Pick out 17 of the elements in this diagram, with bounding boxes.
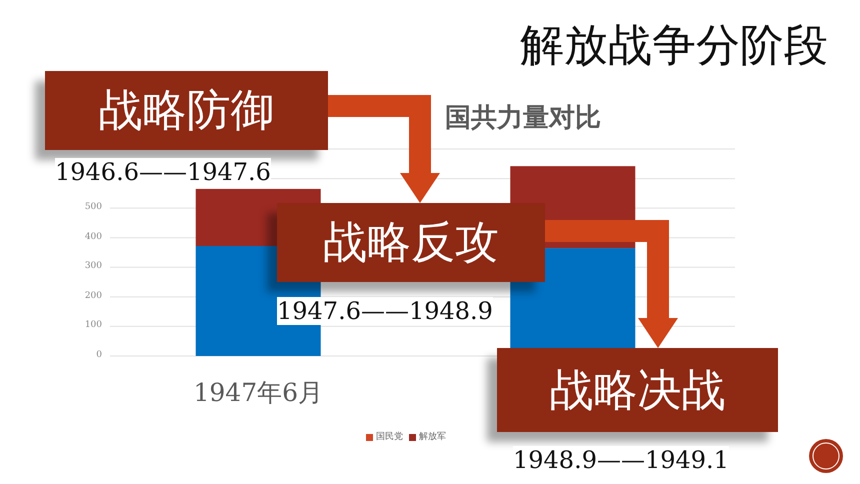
- legend-label: 解放军: [419, 430, 446, 443]
- axis-tick-label: 300: [84, 261, 102, 272]
- stage-box: 战略防御: [45, 71, 328, 150]
- axis-tick-label: 500: [84, 202, 102, 212]
- chart-title: 国共力量对比: [445, 102, 601, 135]
- elbow-arrow: [545, 220, 678, 348]
- slide-title: 解放战争分阶段: [520, 19, 828, 73]
- stage-box: 战略决战: [497, 348, 778, 432]
- elbow-arrow: [328, 95, 440, 203]
- axis-tick-label: 100: [84, 320, 102, 330]
- category-label: 1947年6月: [192, 377, 324, 409]
- axis-tick-label: 200: [84, 290, 102, 301]
- legend-label: 国民党: [376, 430, 403, 443]
- date-range: 1947.6——1948.9: [277, 297, 493, 325]
- axis-tick-label: 0: [95, 350, 102, 360]
- stage-box: 战略反攻: [277, 203, 545, 282]
- axis-tick-label: 400: [84, 232, 102, 242]
